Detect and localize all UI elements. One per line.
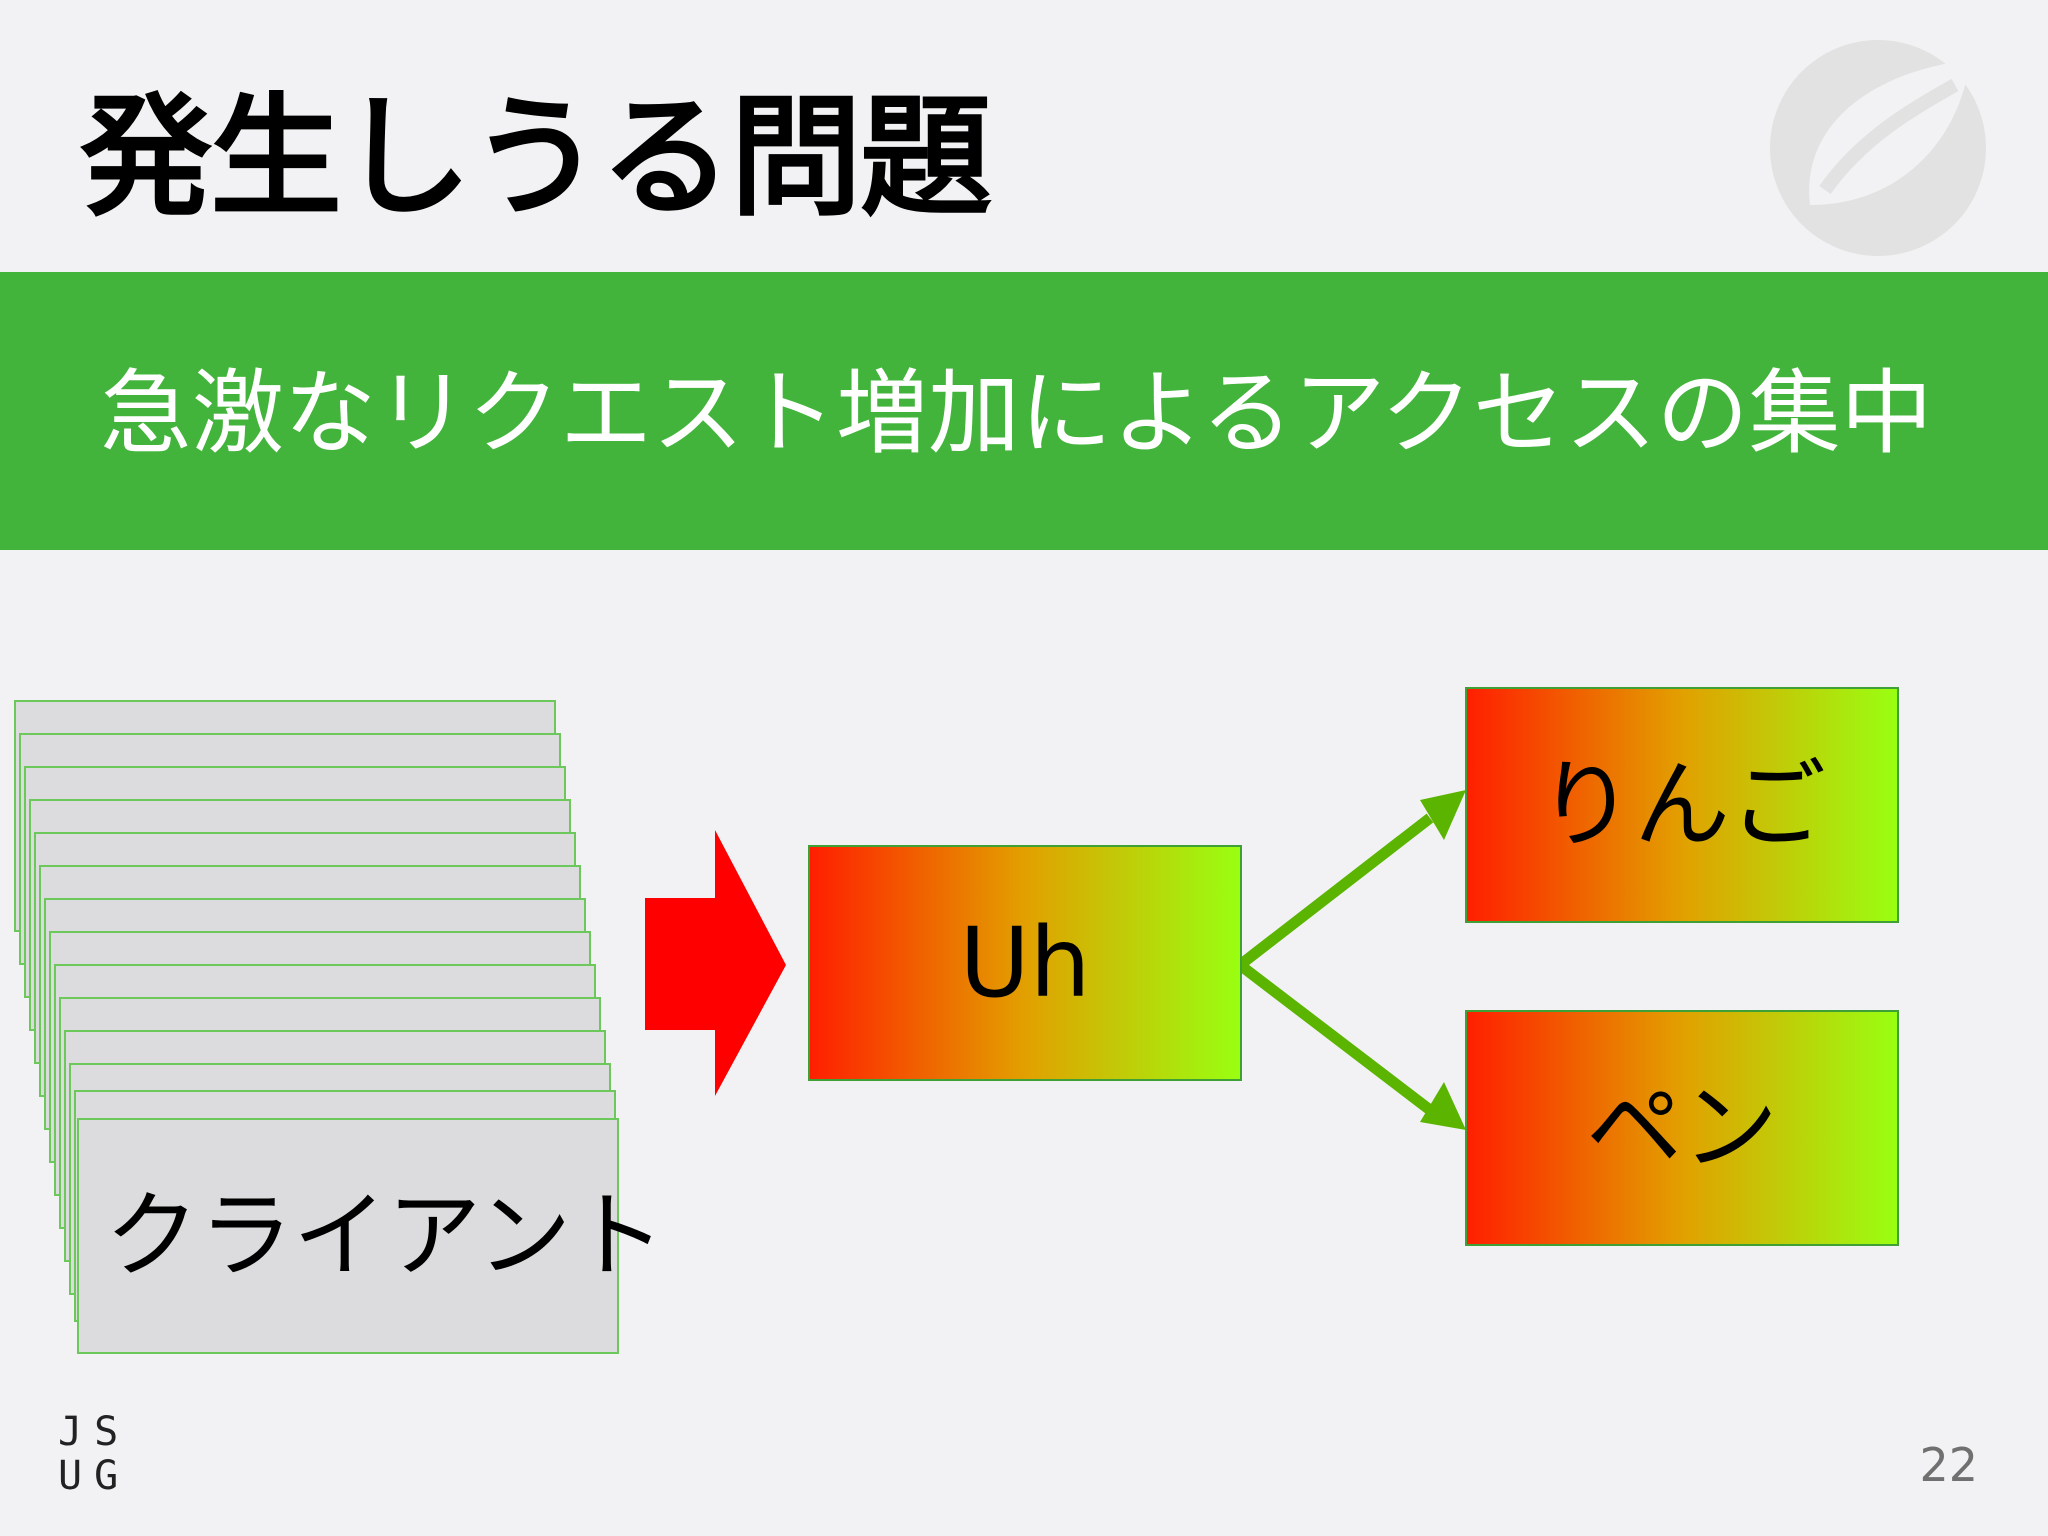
server-box: Uh [808, 845, 1242, 1081]
spring-leaf-icon [1770, 40, 1986, 256]
jsug-logo: JS UG [58, 1410, 130, 1498]
target-label-apple: りんご [1538, 749, 1826, 861]
client-card-front: クライアント [77, 1118, 665, 1354]
branch-arrowhead-top [1420, 790, 1466, 840]
page-number: 22 [1919, 1438, 1978, 1492]
main-arrow [645, 830, 786, 1096]
server-label: Uh [959, 907, 1091, 1019]
logo-line-2: UG [58, 1453, 131, 1499]
branch-arrow-line-top [1236, 813, 1434, 970]
target-box-pen: ペン [1465, 1010, 1899, 1246]
target-box-apple: りんご [1465, 687, 1899, 923]
branch-arrow-line-bottom [1236, 960, 1434, 1115]
subtitle-banner: 急激なリクエスト増加によるアクセスの集中 [0, 272, 2048, 550]
target-label-pen: ペン [1586, 1072, 1778, 1184]
logo-line-1: JS [58, 1409, 131, 1455]
client-label: クライアント [105, 1182, 666, 1291]
banner-text: 急激なリクエスト増加によるアクセスの集中 [100, 360, 1933, 467]
slide-title: 発生しうる問題 [80, 81, 992, 235]
branch-arrowhead-bottom [1420, 1082, 1466, 1130]
